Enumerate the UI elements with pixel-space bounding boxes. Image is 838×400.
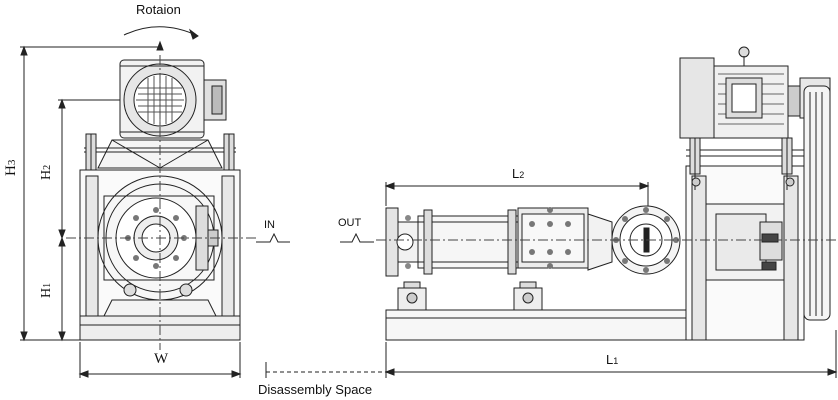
end-view: [20, 26, 290, 378]
outlet-arrow: [340, 232, 374, 243]
l1-letter: L: [606, 352, 614, 367]
outlet-label: OUT: [338, 217, 362, 229]
base-plate: [385, 281, 687, 341]
side-view: [265, 46, 838, 378]
rotation-arrowhead: [189, 28, 199, 40]
motor-side: [679, 46, 831, 139]
suction-housing: [517, 207, 613, 271]
l1-subscript: 1: [613, 356, 619, 366]
inlet-label: IN: [264, 219, 275, 231]
dim-width: [78, 342, 242, 378]
h1-letter: H: [39, 287, 54, 298]
h3-subscript: 3: [6, 159, 18, 166]
h1-label: H1: [39, 282, 54, 298]
h2-label: H2: [39, 164, 54, 180]
disassembly-label: Disassembly Space: [258, 382, 373, 397]
outlet-flange: [385, 207, 419, 277]
h2-letter: H: [39, 169, 54, 180]
h2-subscript: 2: [42, 164, 53, 170]
inlet-arrow: [256, 232, 290, 243]
width-label: W: [154, 351, 169, 367]
l1-label: L1: [606, 353, 618, 366]
dim-height: [20, 45, 160, 342]
rotation-label: Rotaion: [136, 2, 181, 17]
motor-end: [119, 59, 227, 139]
stator-tube: [417, 209, 519, 275]
dim-disassembly: [265, 362, 386, 378]
l2-label: L2: [512, 167, 524, 180]
h3-letter: H: [3, 165, 19, 176]
l2-subscript: 2: [519, 170, 525, 180]
drive-frame: [685, 132, 805, 341]
belt-guard: [803, 85, 831, 321]
h3-label: H3: [3, 159, 19, 176]
dim-l2: [384, 182, 650, 206]
rotation-arrow: [123, 26, 199, 37]
h1-subscript: 1: [42, 282, 53, 288]
l2-letter: L: [512, 166, 520, 181]
